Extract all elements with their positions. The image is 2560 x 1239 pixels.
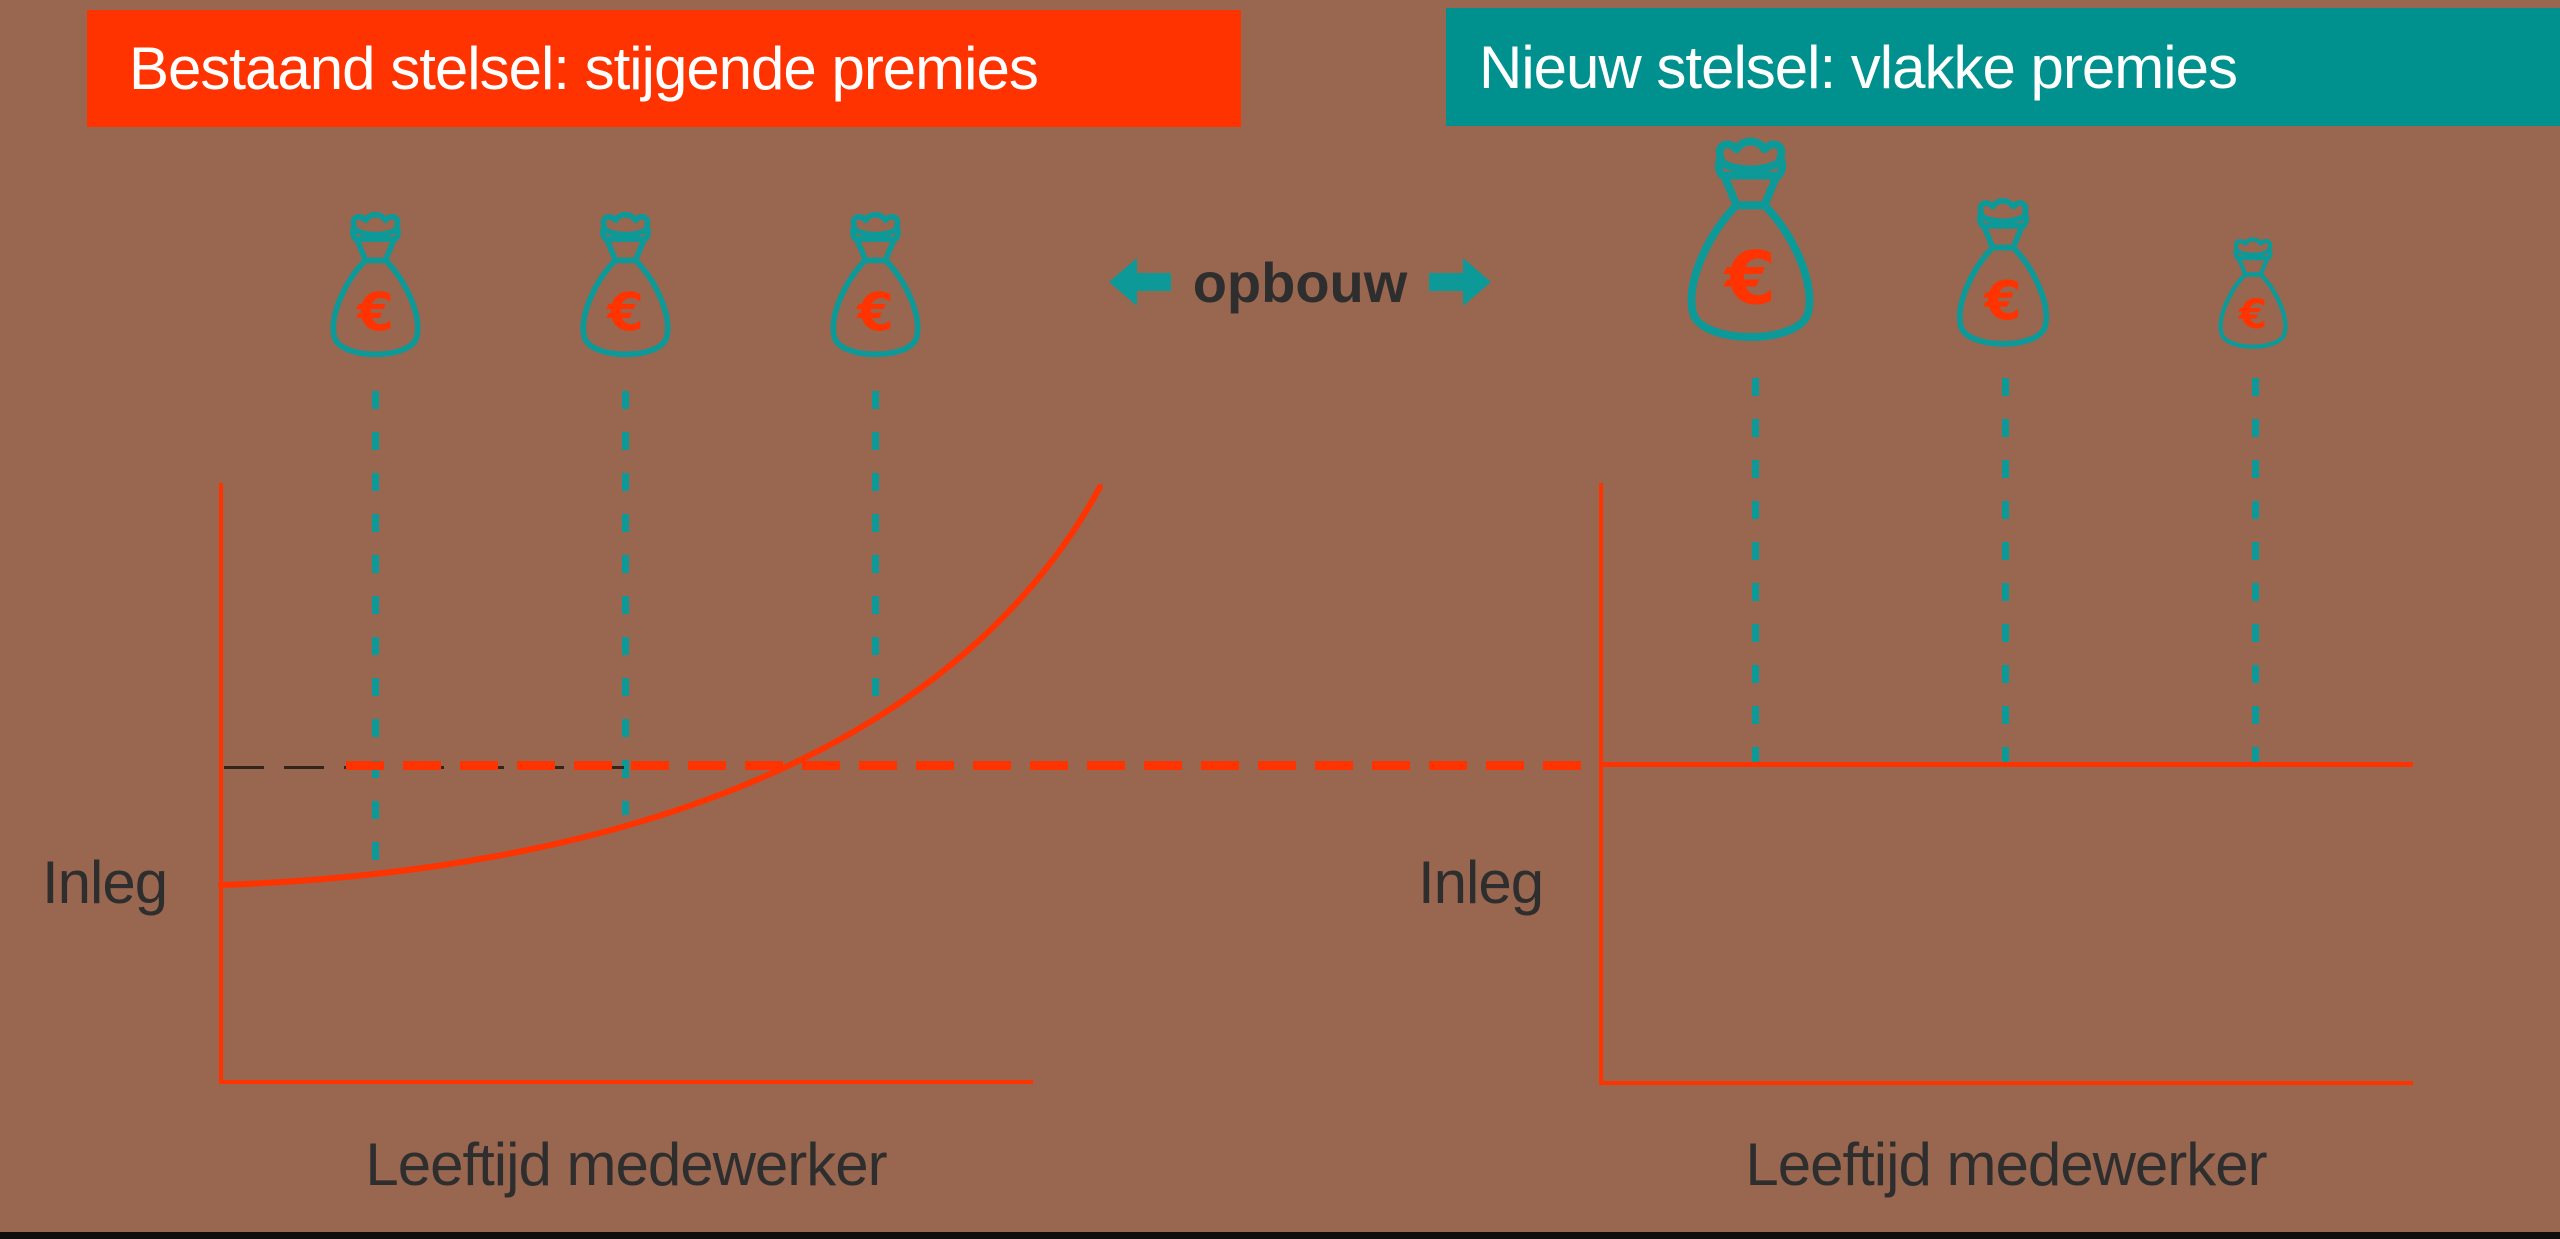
bottom-edge-strip xyxy=(0,1232,2560,1239)
flat-premium-line xyxy=(1601,762,2413,767)
accrual-indicator: opbouw xyxy=(1095,250,1505,314)
x-axis-label-left: Leeftijd medewerker xyxy=(365,1131,887,1198)
euro-symbol: € xyxy=(1723,236,1776,321)
y-axis-label-right: Inleg xyxy=(1418,849,1544,916)
x-axis-left-chart xyxy=(219,1080,1033,1084)
y-axis-right-chart xyxy=(1599,483,1603,1085)
drop-line-dashed xyxy=(872,391,879,703)
euro-symbol: € xyxy=(606,282,644,343)
reference-line-dashed xyxy=(346,761,1600,770)
arrow-right-icon xyxy=(1429,258,1492,306)
money-bag-icon-small: € xyxy=(2205,236,2301,357)
x-axis-label-right: Leeftijd medewerker xyxy=(1745,1131,2267,1198)
money-bag-icon: € xyxy=(313,210,438,368)
drop-line-dashed xyxy=(2002,378,2009,764)
drop-line-dashed xyxy=(372,391,379,861)
banner-existing-system-label: Bestaand stelsel: stijgende premies xyxy=(129,35,1039,102)
money-bag-icon: € xyxy=(563,210,688,368)
arrow-left-icon xyxy=(1108,258,1171,306)
euro-symbol: € xyxy=(1982,269,2021,332)
money-bag-icon-large: € xyxy=(1663,135,1838,356)
euro-symbol: € xyxy=(2238,291,2267,338)
y-axis-left-chart xyxy=(219,483,223,1084)
euro-symbol: € xyxy=(356,282,394,343)
banner-new-system-label: Nieuw stelsel: vlakke premies xyxy=(1479,33,2238,101)
drop-line-dashed xyxy=(622,391,629,815)
money-bag-icon: € xyxy=(813,210,938,368)
banner-new-system: Nieuw stelsel: vlakke premies xyxy=(1446,8,2560,126)
x-axis-right-chart xyxy=(1599,1081,2413,1085)
money-bag-icon-medium: € xyxy=(1939,196,2067,358)
euro-symbol: € xyxy=(856,282,894,343)
accrual-label: opbouw xyxy=(1192,250,1408,314)
banner-existing-system: Bestaand stelsel: stijgende premies xyxy=(87,10,1241,127)
drop-line-dashed xyxy=(1752,378,1759,764)
drop-line-dashed xyxy=(2252,378,2259,764)
y-axis-label-left: Inleg xyxy=(42,849,168,916)
